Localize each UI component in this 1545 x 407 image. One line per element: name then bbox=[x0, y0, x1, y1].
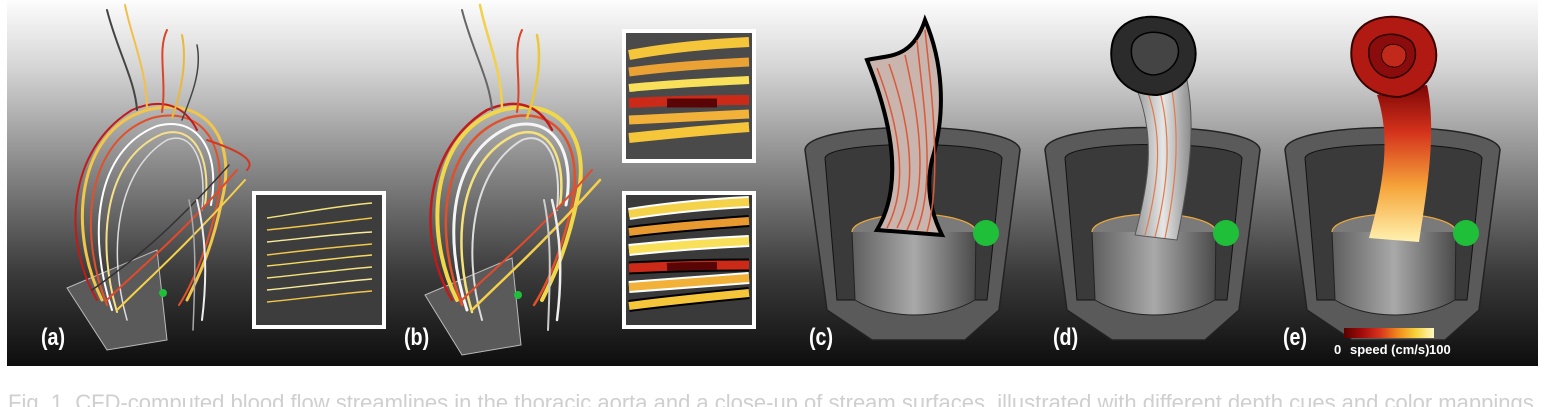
figure: (a) (b) (c) (d) (e) 0 speed (cm/s) 100 bbox=[7, 0, 1538, 366]
panel-label-c: (c) bbox=[809, 324, 834, 351]
aorta-streamlines-b bbox=[424, 3, 602, 356]
colorbar-title: speed (cm/s) bbox=[1350, 342, 1430, 357]
seed-marker-a bbox=[159, 289, 167, 297]
inset-b-top-graphics bbox=[622, 29, 756, 163]
panel-label-e: (e) bbox=[1283, 324, 1308, 351]
stream-surface-e bbox=[1284, 15, 1501, 341]
panel-label-b: (b) bbox=[404, 324, 430, 351]
stream-surface-c bbox=[804, 14, 1021, 341]
figure-caption: Fig. 1. CFD-computed blood flow streamli… bbox=[8, 393, 1538, 407]
figure-graphics bbox=[66, 3, 1501, 356]
inset-a-graphics bbox=[252, 191, 386, 329]
inset-b-bottom-graphics bbox=[622, 191, 756, 329]
colorbar-max-label: 100 bbox=[1429, 342, 1451, 357]
caption-text: Fig. 1. CFD-computed blood flow streamli… bbox=[8, 393, 1538, 407]
panel-label-a: (a) bbox=[41, 324, 66, 351]
colorbar-gradient bbox=[1344, 328, 1434, 338]
colorbar-min-label: 0 bbox=[1334, 342, 1342, 357]
panel-label-d: (d) bbox=[1053, 324, 1079, 351]
seed-marker-b bbox=[514, 291, 522, 299]
aorta-streamlines-a bbox=[66, 4, 251, 351]
stream-surface-d bbox=[1044, 15, 1261, 341]
